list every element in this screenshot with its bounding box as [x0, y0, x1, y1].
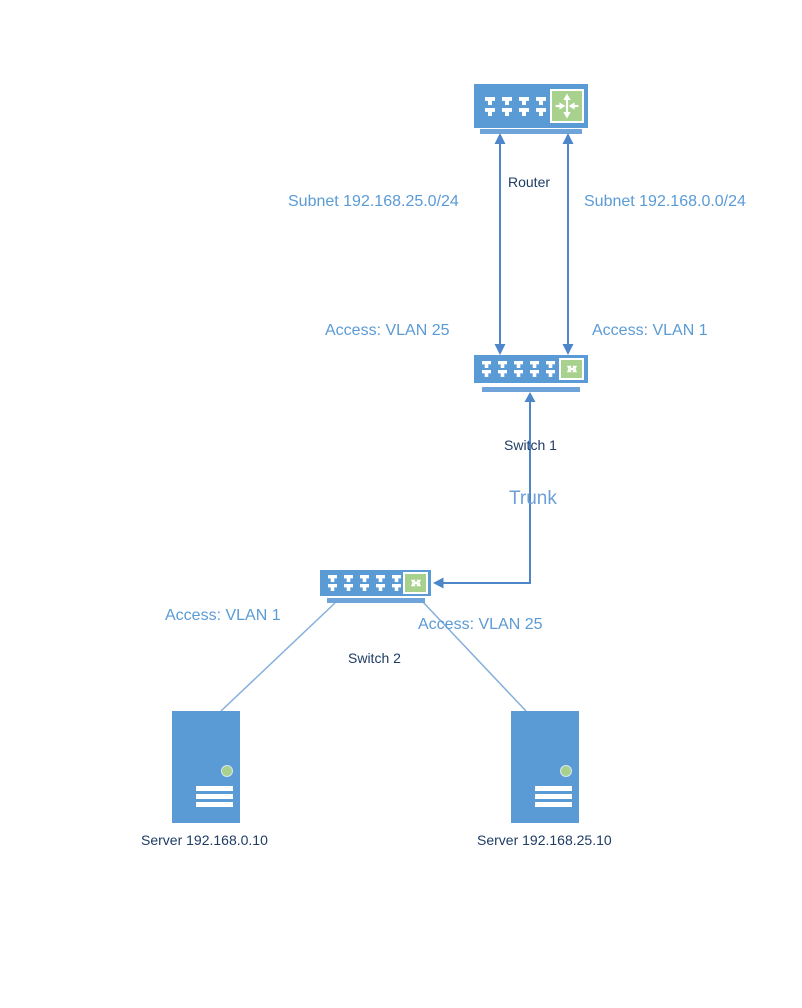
ethernet-ports-icon	[485, 97, 546, 119]
subnet-label-vlan25: Subnet 192.168.25.0/24	[288, 193, 459, 210]
drive-slot-icon	[196, 786, 233, 791]
drive-slot-icon	[535, 786, 572, 791]
ethernet-ports-icon	[482, 361, 555, 379]
access-vlan1-switch2-label: Access: VLAN 1	[165, 607, 281, 624]
router-node	[474, 84, 588, 128]
access-vlan1-switch1-label: Access: VLAN 1	[592, 322, 708, 339]
switch2-node	[320, 570, 431, 596]
switch-icon	[403, 572, 428, 594]
server1-node	[172, 711, 240, 823]
router-icon	[550, 89, 584, 123]
link-switch2-server1	[220, 602, 336, 712]
drive-slot-icon	[535, 794, 572, 799]
server2-label: Server 192.168.25.10	[477, 832, 612, 848]
access-vlan25-switch1-label: Access: VLAN 25	[325, 322, 450, 339]
trunk-label: Trunk	[509, 488, 557, 509]
link-switch1-switch2-trunk	[433, 392, 536, 589]
switch2-label: Switch 2	[348, 650, 401, 666]
drive-slot-icon	[196, 802, 233, 807]
switch1-node	[474, 355, 588, 383]
power-led-icon	[561, 766, 571, 776]
ethernet-ports-icon	[328, 575, 401, 593]
drive-slot-icon	[535, 802, 572, 807]
server1-label: Server 192.168.0.10	[141, 832, 268, 848]
router-label: Router	[508, 174, 551, 190]
switch2-base-shadow	[327, 598, 425, 603]
switch-icon	[559, 358, 584, 380]
link-router-switch1-vlan1	[562, 133, 574, 355]
drive-slot-icon	[196, 794, 233, 799]
switch1-label: Switch 1	[504, 437, 557, 453]
switch1-base-shadow	[482, 387, 580, 392]
router-base-shadow	[480, 129, 582, 134]
subnet-label-vlan1: Subnet 192.168.0.0/24	[584, 193, 746, 210]
link-router-switch1-vlan25	[494, 133, 506, 355]
server2-node	[511, 711, 579, 823]
link-switch2-server2	[421, 600, 527, 712]
access-vlan25-switch2-label: Access: VLAN 25	[418, 616, 543, 633]
power-led-icon	[222, 766, 232, 776]
